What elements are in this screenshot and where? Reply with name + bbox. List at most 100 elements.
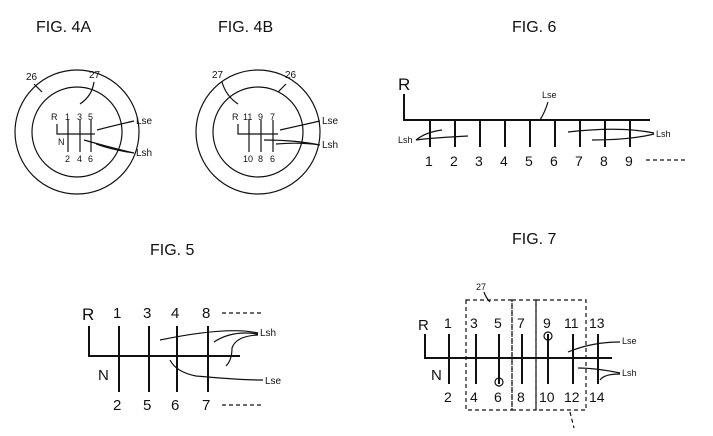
- fig-5-neutral: N: [98, 367, 109, 384]
- fig-5-gear-1: 1: [113, 305, 121, 322]
- fig-6-gear-3: 3: [475, 153, 483, 169]
- fig-5-gear-6: 6: [171, 397, 179, 414]
- fig-4a-neutral: N: [58, 137, 65, 147]
- fig-5-gear-2: 2: [113, 397, 121, 414]
- fig-7-marker-9: [543, 331, 553, 341]
- fig-4b-title: FIG. 4B: [218, 19, 273, 36]
- fig-7-bottom-leader: [569, 411, 575, 429]
- fig-7-gear-4: 4: [470, 389, 478, 405]
- fig-4a-lsh: Lsh: [136, 148, 152, 159]
- fig-6-gear-9: 9: [625, 153, 633, 169]
- fig-4b-gear-9: 9: [258, 112, 263, 122]
- fig-7: FIG. 7 27 R N 1 3 5 7 9 11 13 2 4 6 8 10…: [418, 231, 637, 429]
- fig-4b-lse-leader: [279, 120, 321, 131]
- fig-4a-gear-r: R: [51, 112, 58, 122]
- fig-4a-ref-outer-leader: [33, 83, 43, 93]
- fig-4b-ref-outer-leader: [277, 83, 287, 93]
- fig-6-lse: Lse: [542, 90, 557, 100]
- fig-7-lsh-leader: [577, 367, 621, 381]
- fig-6: FIG. 6 R Lse Lsh Lsh 1 2 3 4 5 6 7 8 9: [398, 19, 686, 169]
- fig-7-gear-7: 7: [517, 315, 525, 331]
- fig-4b-gear-r: R: [232, 112, 239, 122]
- fig-5-reverse: R: [82, 305, 94, 324]
- fig-7-lse: Lse: [622, 336, 637, 346]
- fig-6-gear-6: 6: [550, 153, 558, 169]
- fig-7-neutral: N: [431, 367, 442, 384]
- fig-7-gear-14: 14: [589, 389, 605, 405]
- fig-6-gear-5: 5: [525, 153, 533, 169]
- fig-4a-ref-inner: 27: [89, 70, 101, 81]
- fig-5-gear-4: 4: [171, 305, 179, 322]
- fig-6-lsh-right-leader: [567, 128, 655, 141]
- fig-4a: FIG. 4A 26 27 R 1 3 5 N 2 4 6 Lse Lsh: [14, 19, 153, 195]
- fig-4a-lse-leader: [96, 120, 135, 131]
- fig-6-title: FIG. 6: [512, 19, 557, 36]
- fig-4a-title: FIG. 4A: [36, 19, 91, 36]
- fig-4a-gate: [56, 120, 95, 152]
- fig-6-lse-leader: [539, 101, 549, 121]
- fig-7-lse-leader: [567, 341, 621, 353]
- fig-4b-gear-8: 8: [258, 154, 263, 164]
- fig-7-gear-1: 1: [444, 315, 452, 331]
- fig-7-ref: 27: [476, 282, 486, 292]
- fig-4a-inner-ring: [31, 86, 123, 178]
- fig-4a-ref-outer: 26: [26, 72, 38, 83]
- fig-4b-gear-11: 11: [243, 112, 252, 122]
- fig-4a-gear-5: 5: [88, 112, 93, 122]
- fig-6-gear-4: 4: [500, 153, 508, 169]
- fig-7-gear-8: 8: [517, 389, 525, 405]
- fig-5-lsh-leader: [159, 330, 259, 367]
- fig-7-gear-9: 9: [543, 315, 551, 331]
- fig-6-gear-2: 2: [450, 153, 458, 169]
- fig-7-gear-12: 12: [564, 389, 580, 405]
- fig-5-gear-5: 5: [143, 397, 151, 414]
- fig-4b-lsh-leader: [263, 139, 321, 146]
- fig-7-gear-5: 5: [494, 315, 502, 331]
- fig-5-gear-7: 7: [202, 397, 210, 414]
- fig-6-gear-8: 8: [600, 153, 608, 169]
- fig-5: FIG. 5 R N 1 3 4 8 2 5 6 7 Lsh Lse: [82, 242, 282, 414]
- fig-6-lsh-right: Lsh: [656, 129, 671, 139]
- fig-4a-outer-ring: [14, 69, 140, 195]
- fig-5-gear-3: 3: [143, 305, 151, 322]
- fig-7-gear-13: 13: [589, 315, 605, 331]
- fig-6-gear-ticks: [429, 120, 631, 147]
- fig-5-lse-leader: [169, 359, 264, 381]
- fig-7-gear-6: 6: [494, 389, 502, 405]
- fig-6-gear-1: 1: [425, 153, 433, 169]
- fig-4a-gear-4: 4: [77, 154, 82, 164]
- fig-4a-ref-inner-leader: [79, 81, 95, 105]
- fig-5-shift-line: [88, 326, 240, 357]
- fig-4a-gear-1: 1: [65, 112, 70, 122]
- fig-4a-gear-6: 6: [88, 154, 93, 164]
- fig-5-gear-bars: [118, 326, 209, 392]
- fig-4b-lse: Lse: [322, 116, 339, 127]
- fig-7-marker-6: [494, 377, 504, 387]
- fig-7-gear-bars: [448, 334, 599, 384]
- fig-4b-gear-6: 6: [270, 154, 275, 164]
- fig-4b-ref-outer: 26: [285, 70, 297, 81]
- fig-4a-lse: Lse: [136, 116, 153, 127]
- fig-5-lsh: Lsh: [260, 328, 276, 339]
- fig-7-gear-2: 2: [444, 389, 452, 405]
- fig-4b-inner-ring: [212, 86, 304, 178]
- fig-7-box-right: [535, 299, 587, 411]
- fig-7-shift-line: [424, 334, 612, 359]
- fig-6-reverse: R: [398, 75, 410, 94]
- fig-7-gear-11: 11: [564, 315, 579, 331]
- fig-7-gear-10: 10: [539, 389, 555, 405]
- fig-6-gear-7: 7: [575, 153, 583, 169]
- fig-4a-lsh-leader: [83, 139, 135, 154]
- fig-4b-outer-ring: [195, 69, 321, 195]
- fig-4b-gate: [237, 120, 278, 152]
- fig-7-title: FIG. 7: [512, 231, 557, 248]
- fig-4b-ref-inner-leader: [221, 81, 239, 105]
- fig-4b: FIG. 4B 27 26 R 11 9 7 10 8 6 Lse Lsh: [195, 19, 339, 195]
- fig-4b-ref-inner: 27: [212, 70, 224, 81]
- fig-7-gear-3: 3: [470, 315, 478, 331]
- fig-6-shift-line: [403, 94, 650, 121]
- fig-6-lsh-left-leader: [415, 129, 469, 141]
- fig-5-title: FIG. 5: [150, 242, 195, 259]
- fig-5-lse: Lse: [265, 376, 282, 387]
- fig-4b-gear-7: 7: [270, 112, 275, 122]
